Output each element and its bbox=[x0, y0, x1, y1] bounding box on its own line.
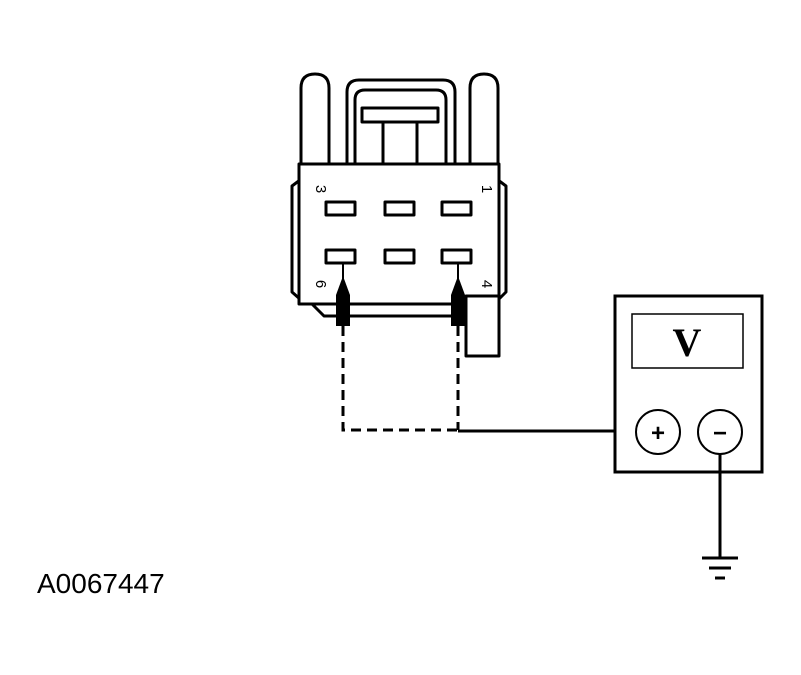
probe-6-body bbox=[336, 276, 350, 326]
pin-label-4: 4 bbox=[478, 280, 495, 288]
connector-left-lock-arm bbox=[299, 72, 331, 166]
voltmeter: V + − bbox=[613, 294, 764, 474]
terminal-cavity-2 bbox=[383, 200, 416, 217]
connector-latch-bar bbox=[360, 106, 440, 124]
test-leads bbox=[341, 326, 636, 433]
terminal-cavity-6 bbox=[324, 248, 357, 265]
ground bbox=[702, 454, 738, 580]
probes bbox=[336, 262, 465, 326]
terminal-cavity-3 bbox=[324, 200, 357, 217]
connector-lower-tab bbox=[464, 294, 501, 358]
pin-label-1: 1 bbox=[478, 185, 495, 193]
terminal-cavity-5 bbox=[383, 248, 416, 265]
connector-right-lock-arm bbox=[468, 72, 500, 166]
positive-terminal-label: + bbox=[651, 420, 665, 447]
negative-terminal-label: − bbox=[713, 420, 727, 447]
connector-latch-stem bbox=[381, 120, 419, 166]
connector-body bbox=[297, 162, 501, 306]
voltmeter-display bbox=[631, 313, 744, 369]
probe-4-body bbox=[451, 276, 465, 326]
connector-latch-inner bbox=[353, 88, 448, 164]
connector bbox=[290, 72, 508, 358]
pin-label-6: 6 bbox=[312, 280, 329, 288]
lead-pin6-dashed bbox=[341, 326, 458, 432]
positive-terminal bbox=[635, 409, 681, 455]
pin-label-3: 3 bbox=[312, 185, 329, 193]
figure-id: A0067447 bbox=[37, 568, 165, 599]
connector-bottom-lip bbox=[310, 302, 466, 318]
terminal-cavity-4 bbox=[440, 248, 473, 265]
terminal-cavity-1 bbox=[440, 200, 473, 217]
voltmeter-symbol: V bbox=[673, 320, 702, 365]
